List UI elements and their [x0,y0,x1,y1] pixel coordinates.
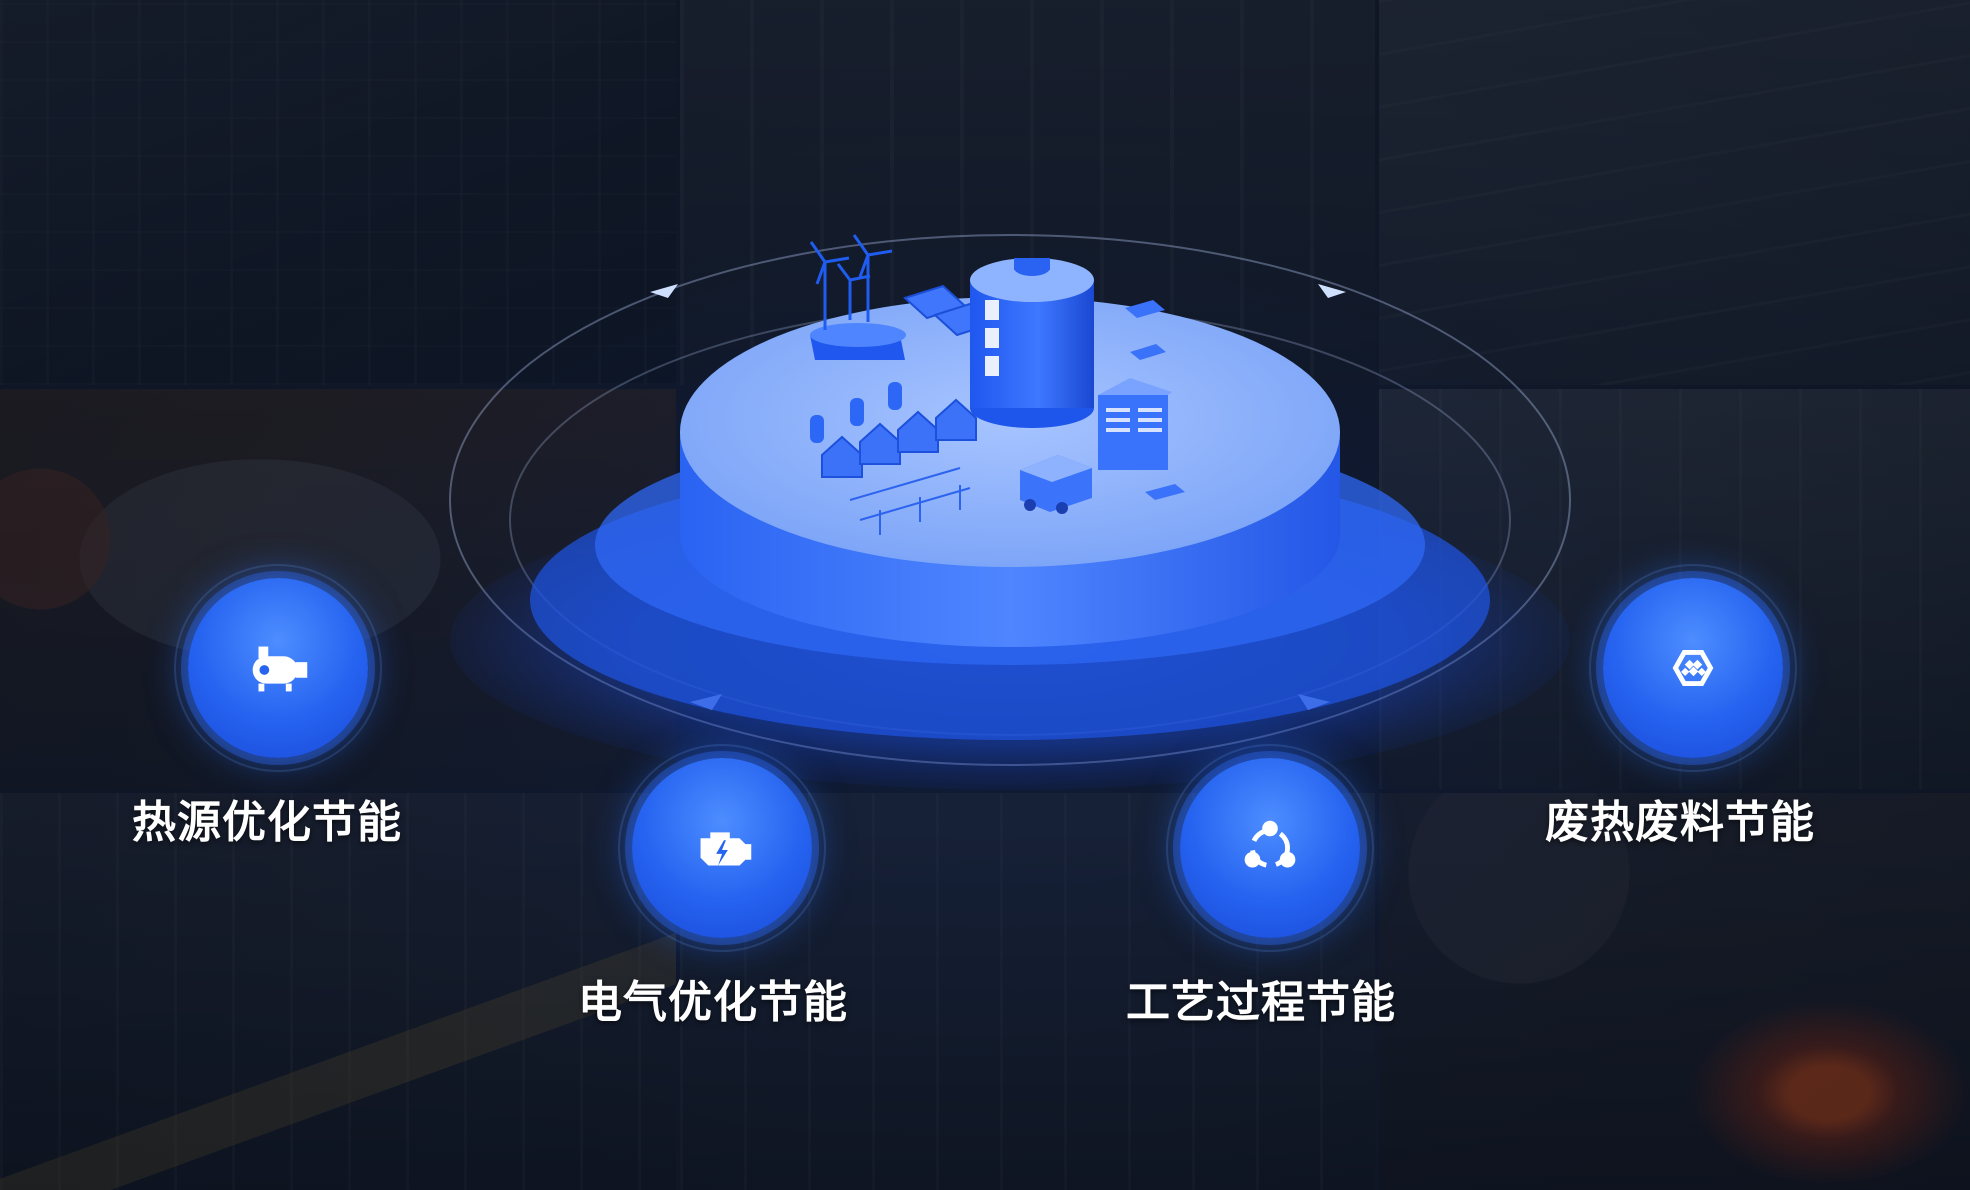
battery-cells-icon [810,382,902,443]
share-network-icon [1244,820,1296,868]
charging-cabinet-icon [1098,378,1172,470]
platform-cylinder-top [680,297,1340,567]
feature-node-process[interactable] [1166,744,1374,952]
background-photo-production-line [1379,0,1970,385]
feature-node-heat-source[interactable] [174,564,382,772]
feature-node-electrical[interactable] [618,744,826,952]
background-photo-workshop [0,793,676,1190]
device-chips-icon [1125,300,1185,500]
feature-node-waste-heat[interactable] [1589,564,1797,772]
engine-icon [700,832,752,866]
hexagon-molecule-icon [1672,649,1714,687]
orbit-arrow-top-left [650,284,678,298]
background-photo-industrial-scaffold [0,0,676,385]
feature-label-waste-heat: 废热废料节能 [1545,797,1815,848]
wind-turbine-icon [809,234,906,360]
orbit-arrow-top-right [1318,284,1346,298]
feature-label-heat-source: 热源优化节能 [132,797,402,848]
boiler-icon [252,646,308,692]
power-grid-icon [849,467,971,535]
electric-truck-icon [1020,455,1092,514]
background-photo-furnace [1379,793,1970,1190]
battery-icon [970,258,1094,428]
feature-label-electrical: 电气优化节能 [578,977,848,1028]
houses-icon [821,398,977,478]
feature-label-process: 工艺过程节能 [1126,977,1396,1028]
